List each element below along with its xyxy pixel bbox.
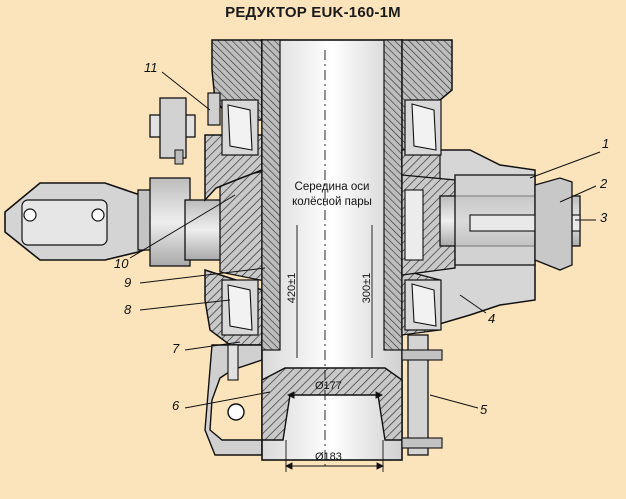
axis-note-line2: колёсной пары: [292, 196, 372, 208]
callout-4: 4: [488, 311, 496, 326]
dimension-d183: Ø183: [315, 451, 342, 463]
callout-9: 9: [124, 275, 132, 290]
right-housing: [401, 39, 581, 456]
callout-3: 3: [600, 210, 608, 225]
left-housing: [204, 39, 263, 456]
callout-leaders: [129, 71, 601, 409]
callout-1: 1: [602, 136, 610, 151]
left-drive-bracket: [4, 177, 191, 267]
callout-7: 7: [172, 341, 180, 356]
callout-8: 8: [124, 302, 132, 317]
dimension-h420: 420±1: [286, 272, 298, 304]
top-left-fixing: [149, 92, 221, 165]
callout-2: 2: [600, 176, 608, 191]
dimension-h300: 300±1: [361, 272, 373, 304]
callout-11: 11: [144, 60, 158, 75]
axis-note-line1: Середина оси: [294, 181, 370, 193]
axis-center-note: Середина оси колёсной пары: [282, 180, 382, 210]
dimension-lines: [284, 50, 385, 472]
left-pinion-shaft: [184, 169, 271, 283]
callout-5: 5: [480, 402, 488, 417]
dimension-d177: Ø177: [315, 380, 342, 392]
callout-6: 6: [172, 398, 180, 413]
callout-10: 10: [114, 256, 129, 271]
diagram-title: РЕДУКТОР EUK-160-1M: [225, 4, 401, 21]
hollow-axle: [261, 39, 403, 461]
